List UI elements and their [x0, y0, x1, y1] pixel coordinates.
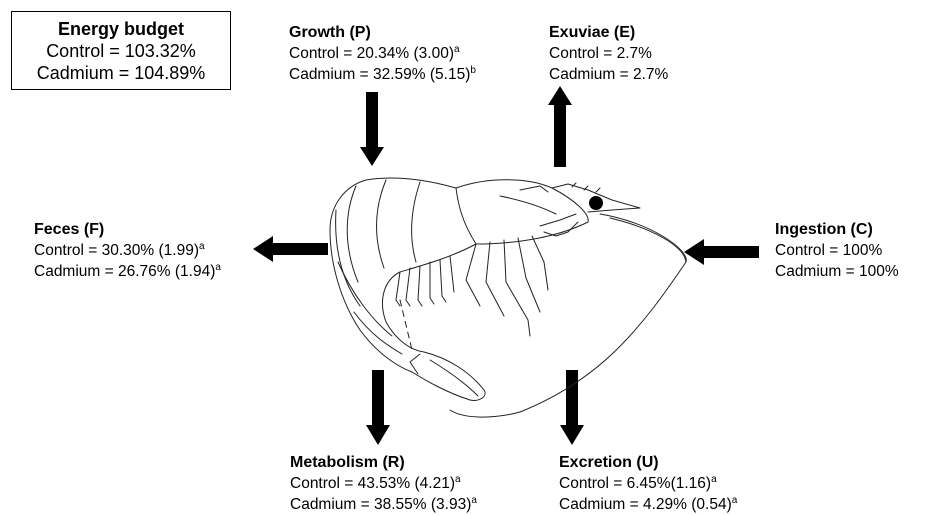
metabolism-cadmium-sup: a — [471, 495, 477, 506]
ingestion-cadmium: Cadmium = 100% — [775, 261, 899, 282]
excretion-cadmium-sup: a — [732, 495, 738, 506]
exuviae-control: Control = 2.7% — [549, 43, 668, 64]
growth-control-sup: a — [454, 44, 460, 55]
feces-control-sup: a — [199, 241, 205, 252]
exuviae-block: Exuviae (E) Control = 2.7% Cadmium = 2.7… — [549, 22, 668, 85]
growth-cadmium-sup: b — [470, 65, 476, 76]
excretion-cadmium: Cadmium = 4.29% (0.54)a — [559, 494, 737, 515]
excretion-title: Excretion (U) — [559, 452, 737, 473]
metabolism-block: Metabolism (R) Control = 43.53% (4.21)a … — [290, 452, 477, 515]
exuviae-arrow — [548, 86, 572, 167]
growth-title: Growth (P) — [289, 22, 476, 43]
growth-control: Control = 20.34% (3.00)a — [289, 43, 476, 64]
ingestion-block: Ingestion (C) Control = 100% Cadmium = 1… — [775, 219, 899, 282]
feces-title: Feces (F) — [34, 219, 221, 240]
ingestion-arrow — [684, 239, 759, 265]
exuviae-title: Exuviae (E) — [549, 22, 668, 43]
feces-control: Control = 30.30% (1.99)a — [34, 240, 221, 261]
shrimp-eye — [589, 196, 603, 210]
excretion-block: Excretion (U) Control = 6.45%(1.16)a Cad… — [559, 452, 737, 515]
feces-block: Feces (F) Control = 30.30% (1.99)a Cadmi… — [34, 219, 221, 282]
growth-arrow — [360, 92, 384, 166]
feces-arrow — [253, 236, 328, 262]
metabolism-control-sup: a — [455, 474, 461, 485]
metabolism-control: Control = 43.53% (4.21)a — [290, 473, 477, 494]
exuviae-cadmium: Cadmium = 2.7% — [549, 64, 668, 85]
feces-cadmium-sup: a — [215, 262, 221, 273]
growth-block: Growth (P) Control = 20.34% (3.00)a Cadm… — [289, 22, 476, 85]
ingestion-control: Control = 100% — [775, 240, 899, 261]
growth-cadmium: Cadmium = 32.59% (5.15)b — [289, 64, 476, 85]
excretion-arrow — [560, 370, 584, 445]
metabolism-title: Metabolism (R) — [290, 452, 477, 473]
metabolism-cadmium: Cadmium = 38.55% (3.93)a — [290, 494, 477, 515]
excretion-control-sup: a — [711, 474, 717, 485]
excretion-control: Control = 6.45%(1.16)a — [559, 473, 737, 494]
metabolism-arrow — [366, 370, 390, 445]
feces-cadmium: Cadmium = 26.76% (1.94)a — [34, 261, 221, 282]
ingestion-title: Ingestion (C) — [775, 219, 899, 240]
